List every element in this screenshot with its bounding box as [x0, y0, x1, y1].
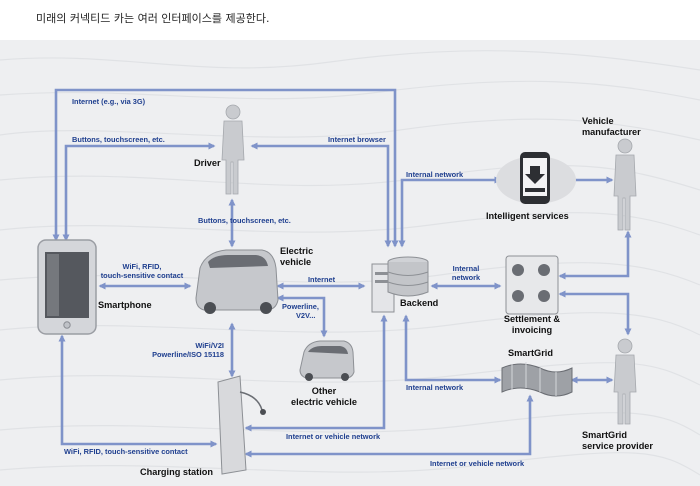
connection-arrows [52, 88, 632, 458]
link-label-internet-3g: Internet (e.g., via 3G) [72, 97, 146, 106]
link-label-wifi-rfid: WiFi, RFID, touch-sensitive contact [100, 262, 184, 280]
link-label-internet-browser: Internet browser [328, 135, 386, 144]
electric-vehicle-icon [195, 249, 279, 314]
arrow-internet-vehicle-network-2 [244, 394, 534, 458]
driver-figure-icon [221, 104, 245, 195]
smartphone-icon [37, 239, 97, 335]
arrow-settlement-manufacturer [558, 230, 632, 280]
node-label-electric-vehicle: Electric vehicle [280, 246, 314, 267]
link-label-buttons-driver: Buttons, touchscreen, etc. [198, 216, 291, 225]
link-label-internet-vehicle-network-1: Internet or vehicle network [286, 432, 381, 441]
node-label-driver: Driver [194, 158, 221, 168]
smartgrid-provider-figure-icon [613, 338, 637, 425]
figure-caption: 미래의 커넥티드 카는 여러 인터페이스를 제공한다. [36, 12, 270, 25]
node-label-smartgrid: SmartGrid [508, 348, 553, 358]
node-label-vehicle-manufacturer: Vehicle manufacturer [582, 116, 641, 137]
node-label-smartgrid-provider: SmartGrid service provider [582, 430, 653, 451]
arrow-wifi-rfid-bottom [58, 334, 218, 448]
link-label-powerline-v2v: Powerline, V2V... [282, 302, 319, 320]
charging-station-icon [217, 375, 266, 475]
node-label-smartphone: Smartphone [98, 300, 152, 310]
link-label-buttons-phone: Buttons, touchscreen, etc. [72, 135, 165, 144]
link-label-wifi-rfid-bottom: WiFi, RFID, touch-sensitive contact [64, 447, 188, 456]
backend-server-icon [371, 256, 429, 313]
link-label-internet: Internet [308, 275, 336, 284]
smartgrid-panel-icon [501, 362, 573, 397]
link-label-internal-network-bottom: Internal network [406, 383, 464, 392]
other-electric-vehicle-icon [299, 340, 355, 381]
vehicle-manufacturer-figure-icon [613, 138, 637, 231]
link-label-wifi-v2i: WiFi/V2I Powerline/ISO 15118 [152, 341, 224, 359]
arrow-internal-network-top [398, 176, 502, 248]
node-label-backend: Backend [400, 298, 439, 308]
arrow-buttons-phone [62, 142, 216, 242]
link-label-internet-vehicle-network-2: Internet or vehicle network [430, 459, 525, 468]
arrow-settlement-provider [558, 290, 632, 336]
arrow-internal-network-bottom [402, 314, 502, 384]
node-label-intelligent-services: Intelligent services [486, 211, 569, 221]
settlement-device-icon [505, 255, 559, 315]
link-label-internal-network-top: Internal network [406, 170, 464, 179]
intelligent-services-icon [496, 152, 576, 204]
arrow-internet-3g [52, 88, 399, 248]
node-label-charging-station: Charging station [140, 467, 213, 477]
node-label-other-ev: Other electric vehicle [291, 386, 357, 407]
link-label-internal-network-mid: Internal network [451, 264, 481, 282]
node-label-settlement: Settlement & invoicing [503, 314, 561, 335]
arrow-internet-browser [250, 142, 392, 248]
